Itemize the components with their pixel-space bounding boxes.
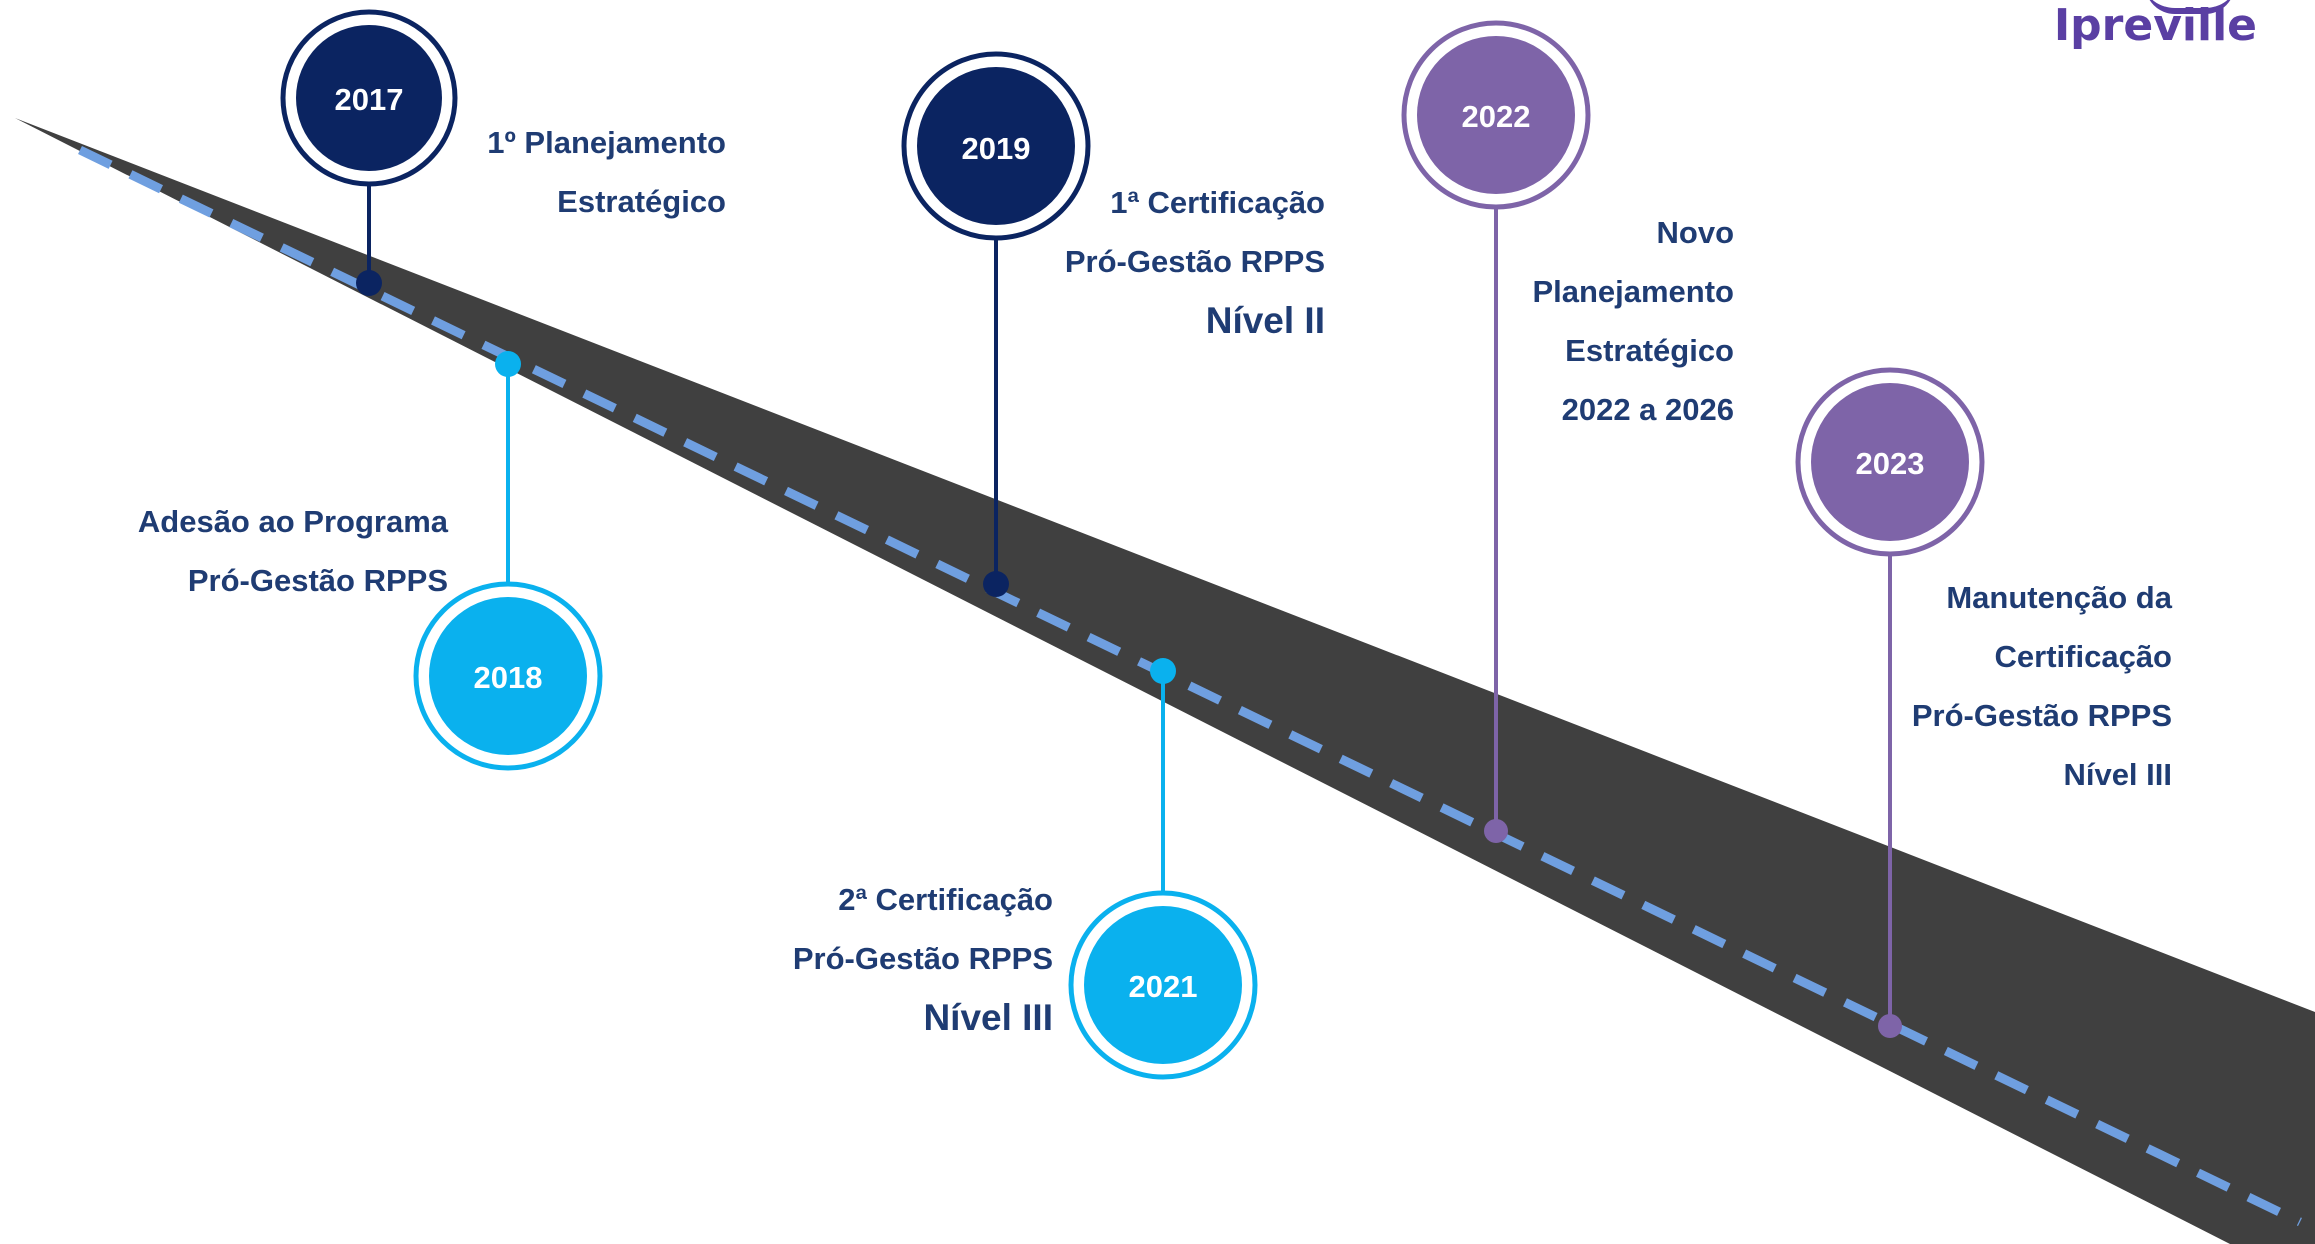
year-badge-2018 [429, 597, 587, 755]
milestone-text-2022: Novo Planejamento Estratégico 2022 a 202… [1532, 203, 1734, 439]
milestone-line: Certificação [1994, 639, 2172, 674]
milestone-line: Estratégico [1565, 333, 1734, 368]
year-badge-2019 [917, 67, 1075, 225]
milestone-line: 2022 a 2026 [1561, 392, 1734, 427]
pin-dot-2018 [495, 351, 521, 377]
brand-logo: Ipreville [2053, 0, 2257, 51]
milestone-line: Adesão ao Programa [137, 504, 448, 539]
pin-dot-2023 [1878, 1014, 1902, 1038]
milestone-line: Nível III [2063, 757, 2172, 792]
milestone-text-2021: 2ª Certificação Pró-Gestão RPPS Nível II… [793, 870, 1053, 1048]
year-badge-2017 [296, 25, 442, 171]
milestone-highlight: Nível II [1205, 300, 1325, 341]
year-badge-2023 [1811, 383, 1969, 541]
milestone-line: Novo [1656, 215, 1735, 250]
milestone-line: Pró-Gestão RPPS [1911, 698, 2172, 733]
pin-dot-2021 [1150, 658, 1176, 684]
milestone-line: Planejamento [1532, 274, 1734, 309]
milestone-line: 1ª Certificação [1110, 185, 1325, 220]
logo-mark-icon [2145, 0, 2235, 14]
year-badge-2021 [1084, 906, 1242, 1064]
year-label-2023: 2023 [1856, 446, 1925, 481]
milestone-line: 1º Planejamento [487, 125, 726, 160]
year-label-2019: 2019 [962, 131, 1031, 166]
pin-dot-2017 [356, 270, 382, 296]
milestone-line: Manutenção da [1946, 580, 2172, 615]
milestone-text-2018: Adesão ao Programa Pró-Gestão RPPS [138, 492, 448, 610]
road-center-dashed-line [78, 145, 2302, 1227]
milestone-text-2017: 1º Planejamento Estratégico [487, 113, 726, 231]
milestone-line: Pró-Gestão RPPS [187, 563, 448, 598]
milestone-line: Pró-Gestão RPPS [792, 941, 1053, 976]
milestone-text-2019: 1ª Certificação Pró-Gestão RPPS Nível II [1065, 173, 1325, 351]
milestone-line: 2ª Certificação [838, 882, 1053, 917]
pin-dot-2019 [983, 571, 1009, 597]
year-label-2018: 2018 [474, 660, 543, 695]
milestone-text-2023: Manutenção da Certificação Pró-Gestão RP… [1912, 568, 2172, 804]
year-label-2021: 2021 [1129, 969, 1198, 1004]
milestone-line: Estratégico [557, 184, 726, 219]
milestone-line: Pró-Gestão RPPS [1064, 244, 1325, 279]
year-label-2017: 2017 [335, 82, 404, 117]
pin-dot-2022 [1484, 819, 1508, 843]
year-badge-2022 [1417, 36, 1575, 194]
milestone-highlight: Nível III [923, 997, 1053, 1038]
year-label-2022: 2022 [1462, 99, 1531, 134]
